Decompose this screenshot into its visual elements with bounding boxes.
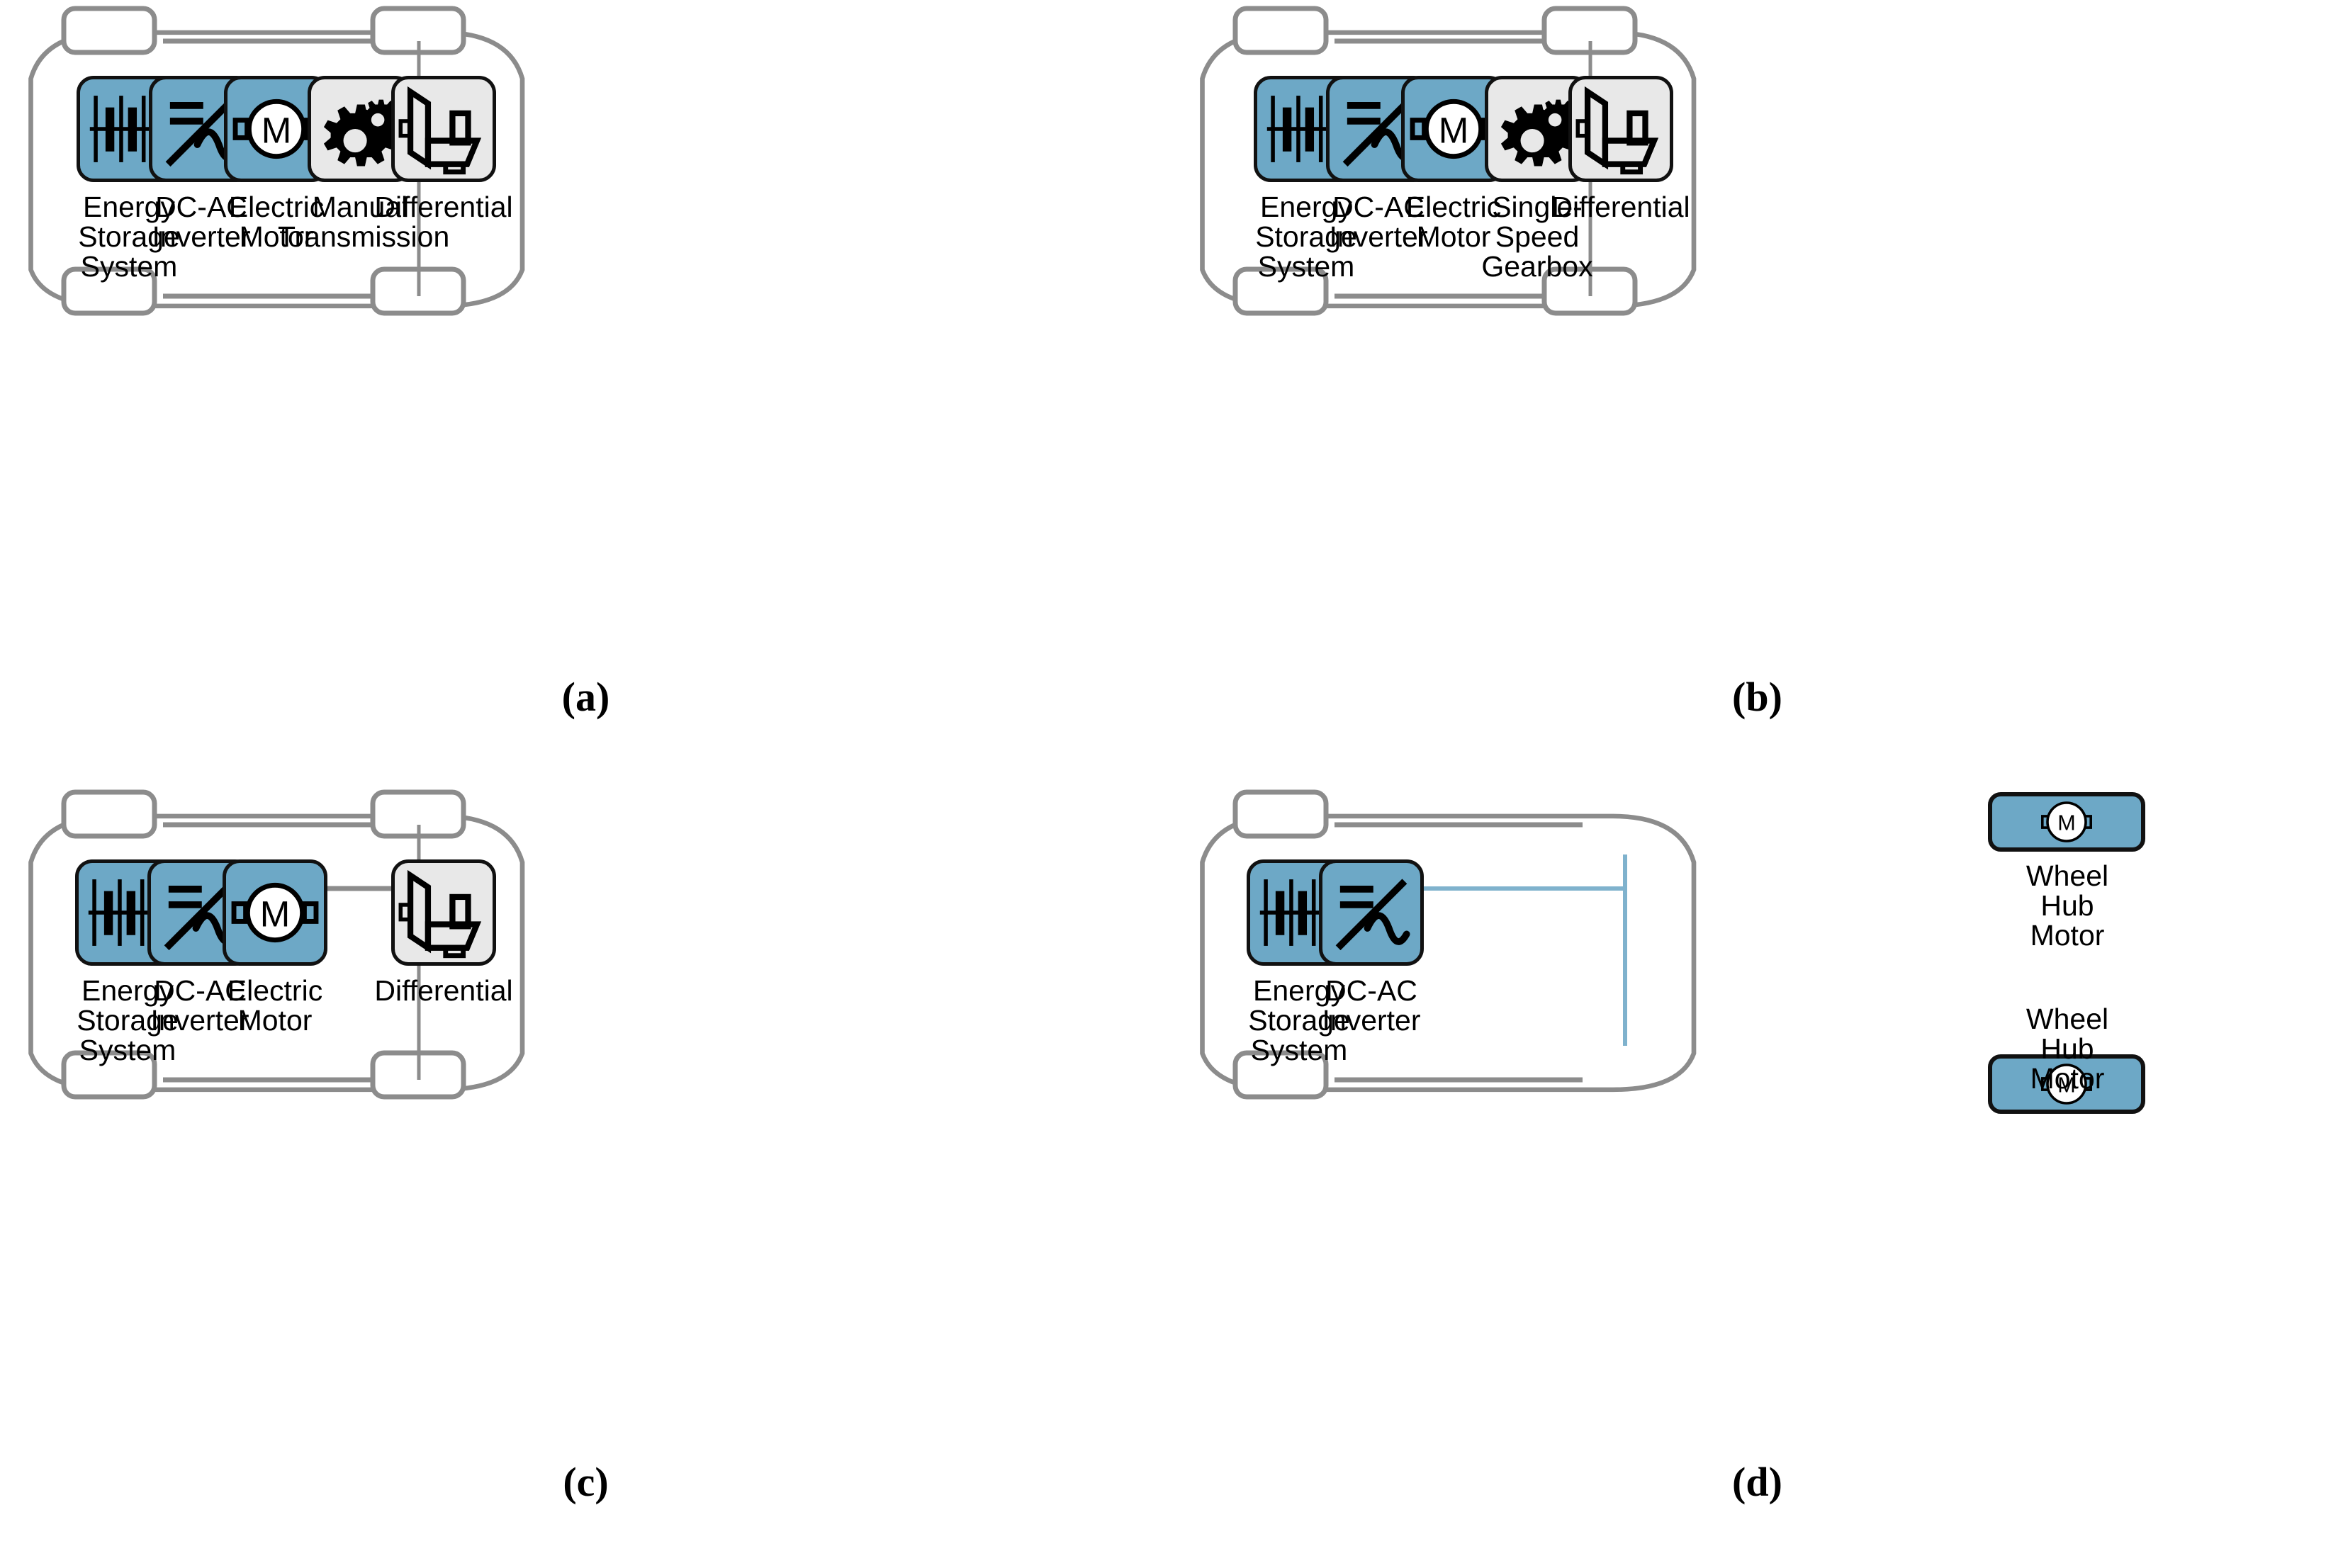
- label-manual-transmission: Manual Transmission: [278, 191, 450, 253]
- vehicle-chassis-a: [0, 0, 1172, 784]
- vehicle-chassis-b: [1172, 0, 2343, 784]
- label-dc-ac-inverter: DC-AC Inverter: [150, 974, 249, 1037]
- electric-motor-icon: M: [231, 882, 319, 943]
- svg-text:M: M: [1439, 110, 1469, 150]
- component-single-speed-gearbox[interactable]: [1485, 76, 1590, 182]
- panel-caption-c: (c): [563, 1459, 609, 1505]
- panel-caption-a: (a): [561, 674, 610, 720]
- panel-d: Energy Storage System DC-AC Inverter M W…: [1172, 784, 2343, 1568]
- panel-caption-d: (d): [1732, 1459, 1782, 1505]
- panel-a: Energy Storage System DC-AC Inverter M E…: [0, 0, 1172, 784]
- electric-motor-icon: M: [2041, 1064, 2092, 1105]
- vehicle-chassis-d: [1172, 784, 2343, 1568]
- differential-icon: [398, 86, 482, 175]
- component-wheel-hub-motor-front[interactable]: M: [1988, 792, 2145, 852]
- label-dc-ac-inverter: DC-AC Inverter: [1322, 974, 1421, 1037]
- svg-text:M: M: [2057, 1073, 2075, 1098]
- component-differential[interactable]: [391, 859, 496, 966]
- component-wheel-hub-motor-rear[interactable]: M: [1988, 1054, 2145, 1114]
- differential-icon: [1575, 86, 1659, 175]
- label-energy-storage-system: Energy Storage System: [1255, 191, 1357, 283]
- label-differential: Differential: [374, 974, 513, 1007]
- label-electric-motor: Electric Motor: [1405, 191, 1502, 253]
- component-electric-motor[interactable]: M: [223, 859, 327, 966]
- label-single-speed-gearbox: Single- Speed Gearbox: [1481, 191, 1593, 283]
- differential-icon: [398, 869, 482, 959]
- component-differential[interactable]: [1568, 76, 1673, 182]
- label-wheel-hub-motor-front: Wheel Hub Motor: [2025, 859, 2109, 952]
- panel-c: Energy Storage System DC-AC Inverter M E…: [0, 784, 1172, 1568]
- label-differential: Differential: [1551, 191, 1690, 223]
- svg-text:M: M: [260, 893, 291, 934]
- svg-text:M: M: [262, 110, 292, 150]
- label-energy-storage-system: Energy Storage System: [1248, 974, 1350, 1066]
- label-energy-storage-system: Energy Storage System: [78, 191, 180, 283]
- label-differential: Differential: [374, 191, 513, 223]
- panel-b: Energy Storage System DC-AC Inverter M E…: [1172, 0, 2343, 784]
- label-dc-ac-inverter: DC-AC Inverter: [152, 191, 251, 253]
- label-wheel-hub-motor-rear: Wheel Hub Motor: [2025, 1003, 2109, 1095]
- component-differential[interactable]: [391, 76, 496, 182]
- vehicle-chassis-c: [0, 784, 1172, 1568]
- panel-caption-b: (b): [1732, 674, 1782, 720]
- label-dc-ac-inverter: DC-AC Inverter: [1329, 191, 1428, 253]
- label-electric-motor: Electric Motor: [228, 191, 325, 253]
- label-electric-motor: Electric Motor: [227, 974, 323, 1037]
- label-energy-storage-system: Energy Storage System: [77, 974, 179, 1066]
- component-dc-ac-inverter[interactable]: [1319, 859, 1424, 966]
- electric-motor-icon: M: [1410, 98, 1498, 159]
- svg-text:M: M: [2057, 811, 2075, 835]
- electric-motor-icon: M: [2041, 801, 2092, 842]
- dc-ac-inverter-icon: [1335, 879, 1410, 951]
